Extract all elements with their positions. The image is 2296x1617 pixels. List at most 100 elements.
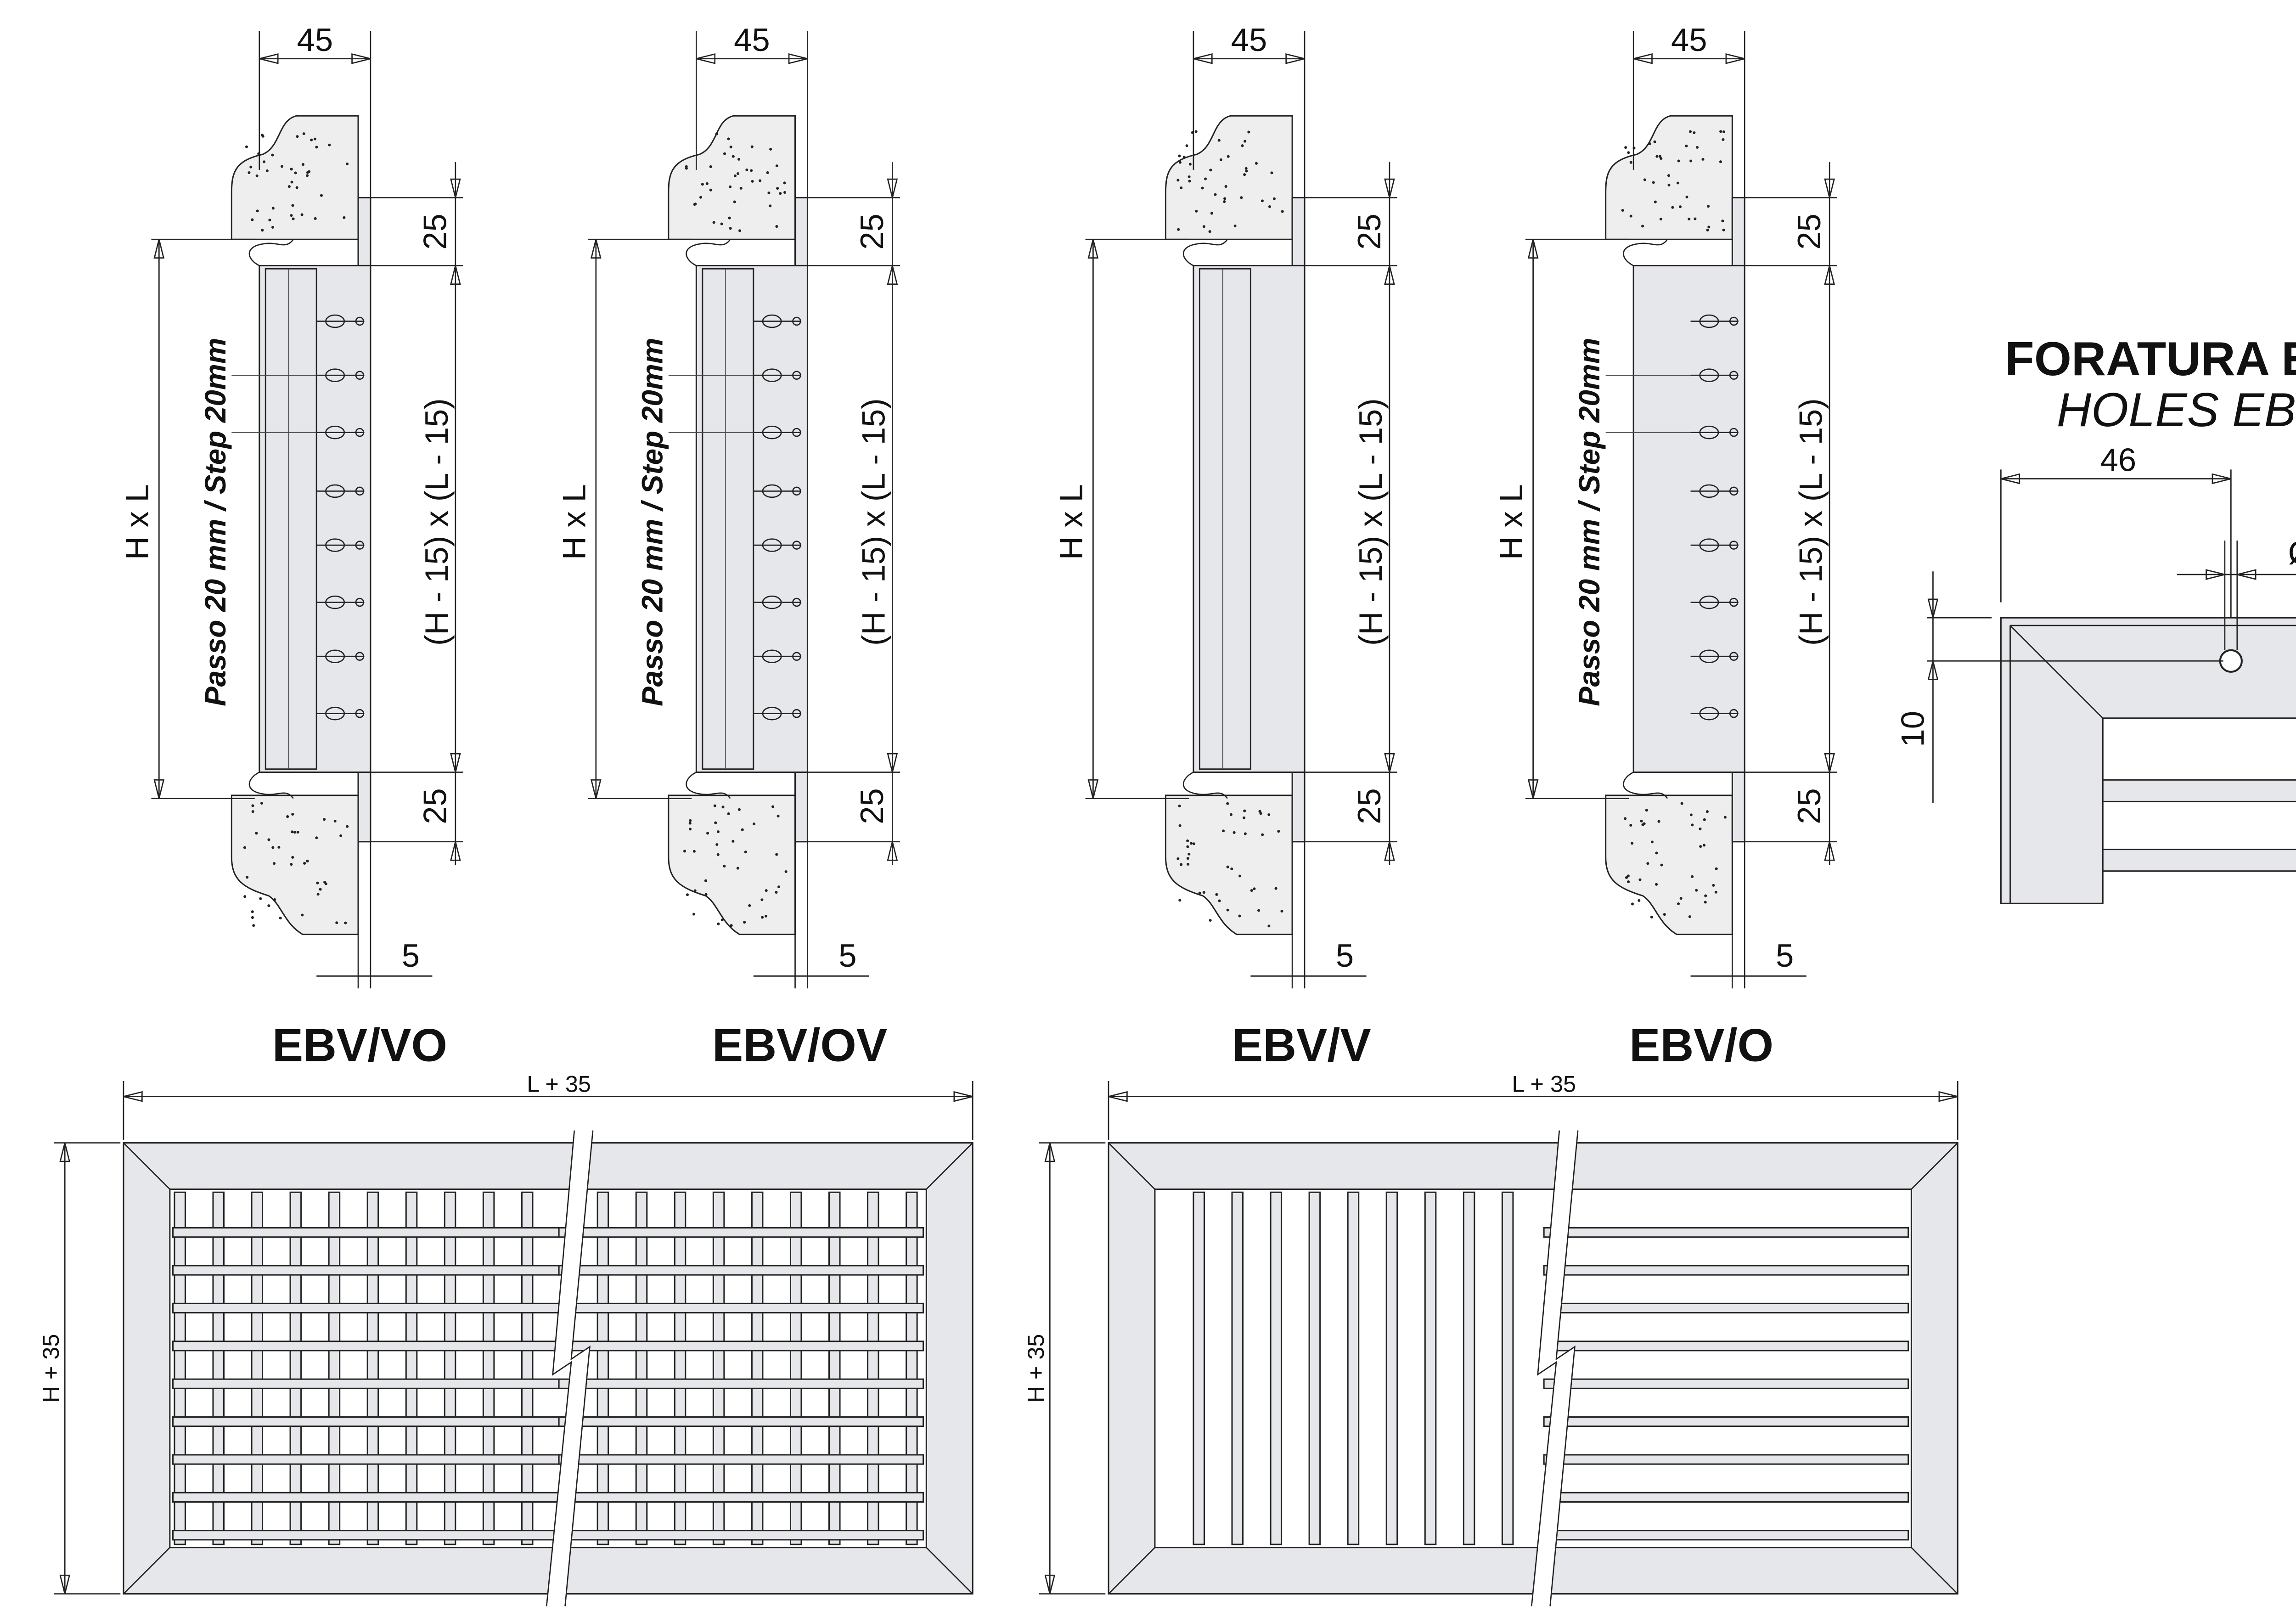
concrete-dot xyxy=(1176,179,1180,182)
front-blade xyxy=(702,268,754,770)
concrete-dot xyxy=(738,229,742,232)
concrete-dot xyxy=(1646,862,1649,865)
concrete-dot xyxy=(1243,809,1246,812)
concrete-dot xyxy=(1706,229,1709,232)
dimension-arrows xyxy=(2206,569,2257,580)
concrete-dot xyxy=(1707,225,1711,229)
concrete-dot xyxy=(717,922,720,925)
louvre-pin xyxy=(1729,316,1739,326)
dimension-arrows xyxy=(887,178,898,861)
concrete-dot xyxy=(732,155,735,158)
concrete-dot xyxy=(720,222,723,225)
concrete-dot xyxy=(767,192,771,195)
step-label: Passo 20 mm / Step 20mm xyxy=(1573,338,1606,706)
concrete-dot xyxy=(1660,157,1663,160)
concrete-dot xyxy=(1631,902,1634,906)
concrete-dot xyxy=(272,862,276,865)
concrete-dot xyxy=(709,165,712,168)
wall-bottom xyxy=(1165,794,1293,935)
concrete-dot xyxy=(1178,154,1181,158)
concrete-dot xyxy=(744,851,747,854)
concrete-dot xyxy=(294,171,297,175)
concrete-dot xyxy=(302,132,305,135)
concrete-dot xyxy=(1654,200,1657,203)
concrete-dot xyxy=(1226,908,1229,912)
concrete-dot xyxy=(303,862,306,865)
louvre-knob-icon xyxy=(325,649,345,664)
horizontal-blade xyxy=(172,1265,560,1276)
front-view: L + 35H + 35 xyxy=(38,1071,974,1606)
concrete-dot xyxy=(692,913,696,916)
concrete-dot xyxy=(295,186,298,189)
front-views: L + 35H + 35L + 35H + 35 xyxy=(38,1071,1958,1606)
concrete-dot xyxy=(315,836,318,839)
concrete-dot xyxy=(260,133,264,137)
concrete-dot xyxy=(1671,206,1674,209)
concrete-dot xyxy=(1685,144,1688,147)
vertical-blade xyxy=(212,1191,225,1545)
louvre-pin xyxy=(792,316,801,326)
height-label: H + 35 xyxy=(38,1334,64,1403)
concrete-dot xyxy=(1215,893,1218,896)
concrete-dot xyxy=(728,216,731,220)
front-blade xyxy=(264,268,317,770)
horizontal-blade xyxy=(558,1416,924,1427)
concrete-dot xyxy=(251,810,254,813)
louvre-pin xyxy=(355,428,365,437)
concrete-dot xyxy=(1691,875,1694,878)
concrete-dot xyxy=(1190,842,1193,845)
depth-label: 45 xyxy=(1231,22,1267,58)
concrete-dot xyxy=(694,203,697,206)
concrete-dot xyxy=(335,921,338,924)
concrete-dot xyxy=(686,893,689,896)
concrete-dot xyxy=(287,185,291,188)
depth-label: 45 xyxy=(1671,22,1707,58)
concrete-dot xyxy=(249,165,253,169)
concrete-dot xyxy=(1650,840,1654,844)
concrete-dot xyxy=(1209,169,1212,172)
dimension-arrows xyxy=(1527,239,1539,799)
concrete-dot xyxy=(1643,822,1646,825)
concrete-dot xyxy=(271,225,275,229)
concrete-dot xyxy=(705,182,709,185)
dimension-arrows xyxy=(153,239,165,799)
concrete-dot xyxy=(1178,899,1182,902)
frame-flange-top xyxy=(794,197,808,266)
overall-size-label: H x L xyxy=(556,484,592,560)
concrete-dot xyxy=(776,187,779,190)
vertical-blade xyxy=(906,1191,918,1545)
frame-flange-bottom xyxy=(794,771,808,843)
concrete-dot xyxy=(267,904,270,907)
concrete-dot xyxy=(320,194,323,197)
horizontal-blade xyxy=(1543,1302,1909,1314)
horizontal-blade xyxy=(558,1302,924,1314)
concrete-dot xyxy=(1650,915,1653,918)
louvre-pin xyxy=(792,371,801,380)
border-top-label: 25 xyxy=(1791,214,1827,250)
louvre-knob-icon xyxy=(1699,484,1719,498)
concrete-dot xyxy=(704,879,707,882)
depth-label: 45 xyxy=(734,22,770,58)
concrete-dot xyxy=(1655,883,1658,886)
concrete-dot xyxy=(1658,155,1661,158)
concrete-dot xyxy=(729,146,732,149)
concrete-dot xyxy=(1222,829,1225,833)
concrete-dot xyxy=(1244,832,1247,835)
concrete-dot xyxy=(245,145,248,148)
concrete-dot xyxy=(286,815,289,818)
border-bottom-label: 25 xyxy=(1791,788,1827,824)
concrete-dot xyxy=(296,830,299,834)
louvre-knob-icon xyxy=(1699,425,1719,439)
concrete-dot xyxy=(1660,863,1663,867)
concrete-dot xyxy=(748,904,751,907)
border-bottom-label: 25 xyxy=(1351,788,1387,824)
holes-detail: FORATURA EBV HOLES EBV 46 Ø3,5 10 xyxy=(1894,332,2296,904)
concrete-dot xyxy=(701,183,704,186)
louvre-knob-icon xyxy=(325,314,345,328)
miter-lines xyxy=(1108,1142,1958,1594)
front-blade xyxy=(1199,268,1251,770)
concrete-dot xyxy=(764,914,768,918)
vertical-blade xyxy=(1424,1191,1437,1545)
concrete-dot xyxy=(1659,217,1662,221)
louvre-knob-icon xyxy=(325,706,345,721)
